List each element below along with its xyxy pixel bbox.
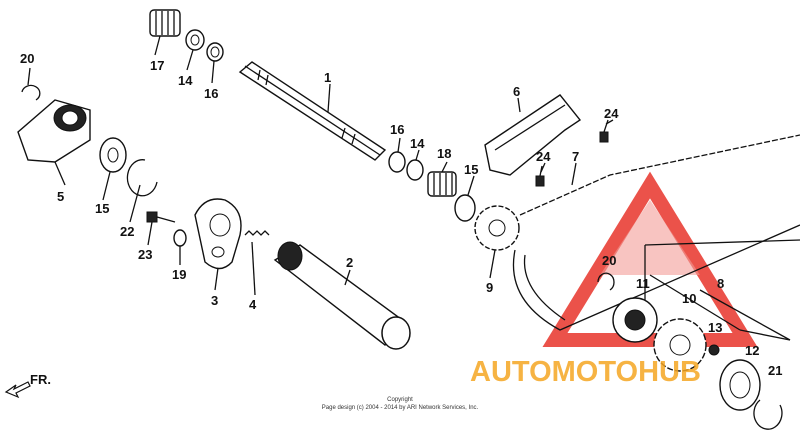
part-16-clip-right (388, 151, 406, 173)
callout-5: 5 (57, 189, 64, 204)
callout-7: 7 (572, 149, 579, 164)
part-9-sprocket (474, 205, 520, 251)
callout-19: 19 (172, 267, 186, 282)
part-11-hub (612, 297, 658, 343)
callout-4: 4 (249, 297, 257, 312)
part-7-chain (512, 134, 800, 331)
callout-labels: 20 17 14 16 1 5 15 22 23 19 3 4 2 16 14 … (20, 51, 782, 378)
part-14-clip (185, 29, 205, 51)
callout-15-right: 15 (464, 162, 478, 177)
direction-label: FR. (30, 372, 51, 387)
leader-lines (27, 35, 614, 296)
part-12-washer-hole (729, 371, 751, 399)
callout-1: 1 (324, 70, 331, 85)
part-6-chain-guide (484, 94, 582, 176)
part-2-collar (273, 241, 411, 350)
callout-16-right: 16 (390, 122, 404, 137)
part-20-snap-ring-right (597, 272, 615, 291)
callout-18: 18 (437, 146, 451, 161)
part-5-cam (17, 99, 91, 163)
part-14-clip-right (406, 159, 424, 181)
callout-10: 10 (682, 291, 696, 306)
callout-24-lower: 24 (536, 149, 551, 164)
callout-3: 3 (211, 293, 218, 308)
front-direction-arrow: FR. (4, 372, 51, 399)
part-4-spring (244, 230, 270, 236)
assembly-bracket-lines (644, 239, 800, 341)
part-23-bolt (146, 211, 176, 223)
callout-23: 23 (138, 247, 152, 262)
callout-14-right: 14 (410, 136, 425, 151)
callout-16: 16 (204, 86, 218, 101)
part-10-drive-sprocket (653, 318, 707, 372)
part-15-washer-hole (107, 147, 119, 163)
callout-6: 6 (513, 84, 520, 99)
callout-11: 11 (636, 276, 650, 291)
callout-12: 12 (745, 343, 759, 358)
part-21-snap-ring (753, 399, 783, 430)
watermark-text: AUTOMOTOHUB (470, 356, 701, 388)
callout-13: 13 (708, 320, 722, 335)
part-16-washer (206, 42, 224, 62)
part-18-needle-bearing (427, 171, 457, 197)
callout-20-right: 20 (602, 253, 616, 268)
callout-17: 17 (150, 58, 164, 73)
watermark-logo (542, 171, 758, 347)
callout-9: 9 (486, 280, 493, 295)
callout-8: 8 (717, 276, 724, 291)
callout-14: 14 (178, 73, 193, 88)
part-19-washer (173, 229, 187, 247)
part-13-bolt (708, 344, 720, 356)
part-24-bolt-upper (599, 119, 609, 143)
callout-15: 15 (95, 201, 109, 216)
part-17-needle-bearing (149, 9, 181, 37)
part-20-snap-ring (21, 84, 41, 101)
part-1-shaft (238, 61, 387, 161)
part-3-stopper-plate (194, 198, 242, 270)
callout-22: 22 (120, 224, 134, 239)
copyright-title: Copyright (387, 397, 413, 403)
copyright-text: Page design (c) 2004 - 2014 by ARI Netwo… (322, 405, 479, 411)
callout-20: 20 (20, 51, 34, 66)
callout-24-upper: 24 (604, 106, 619, 121)
part-22-snap-ring (126, 159, 158, 197)
callout-21: 21 (768, 363, 782, 378)
callout-2: 2 (346, 255, 353, 270)
part-15-washer-right (454, 194, 476, 222)
